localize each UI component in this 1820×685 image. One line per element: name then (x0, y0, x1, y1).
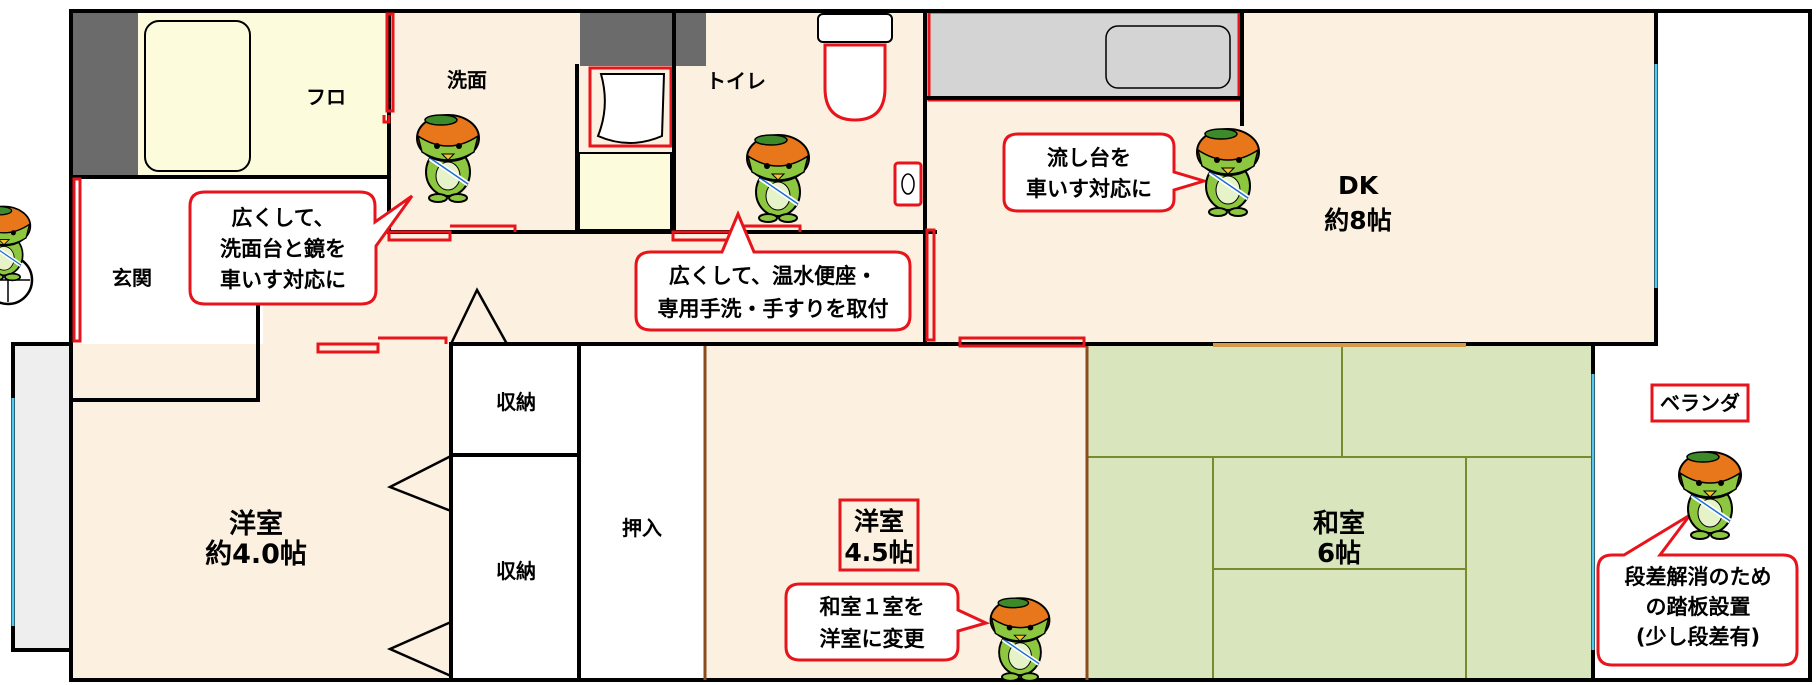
callout-room-change-line-1: 和室１室を (820, 595, 925, 619)
veranda-label-frame (1650, 383, 1750, 423)
callout-room-change-line-2: 洋室に変更 (820, 627, 926, 651)
label-closet: 押入 (622, 516, 662, 540)
washbasin-highlight (588, 66, 673, 148)
callout-washroom: 広くして、 洗面台と鏡を 車いす対応に (188, 190, 414, 306)
callout-room-change: 和室１室を 洋室に変更 (784, 582, 991, 662)
kitchen-sink-basin (1105, 25, 1231, 89)
callout-toilet-line-1: 広くして、温水便座・ (669, 264, 877, 288)
label-storage-lower: 収納 (496, 559, 536, 583)
callout-toilet-line-2: 専用手洗・手すりを取付 (658, 297, 889, 321)
gray-block-bath (71, 11, 138, 177)
window-box-left (15, 346, 69, 648)
callout-veranda-line-2: の踏板設置 (1646, 595, 1751, 619)
callout-washroom-line-2: 洗面台と鏡を (220, 237, 346, 261)
label-dk-size: 約8帖 (1324, 206, 1391, 235)
mascot-veranda-icon (1679, 452, 1741, 539)
mascot-wheelchair-icon (0, 206, 34, 306)
washbasin (596, 73, 666, 144)
label-western-left-size: 約4.0帖 (205, 538, 307, 570)
toilet-tank (817, 13, 893, 43)
callout-sink: 流し台を 車いす対応に (1002, 132, 1210, 213)
callout-toilet: 広くして、温水便座・ 専用手洗・手すりを取付 (634, 210, 912, 332)
toilet-bowl (823, 43, 887, 122)
callout-veranda: 段差解消のため の踏板設置 (少し段差有) (1596, 513, 1799, 667)
walls (11, 9, 1812, 682)
door-swings (386, 287, 509, 678)
callout-sink-line-2: 車いす対応に (1026, 177, 1152, 201)
shower-pan (578, 152, 672, 231)
label-washroom: 洗面 (447, 68, 487, 92)
japanese-room-floor (1087, 344, 1593, 680)
tatami-lines (1087, 346, 1593, 680)
label-western-left-name: 洋室 (229, 508, 283, 540)
remodel-markers (72, 12, 1086, 354)
windows (11, 64, 1658, 650)
label-entrance: 玄関 (112, 266, 152, 290)
label-veranda: ベランダ (1660, 391, 1740, 415)
callout-washroom-line-1: 広くして、 (231, 206, 334, 230)
label-japanese-size: 6帖 (1317, 539, 1361, 569)
western-center-label-frame (838, 498, 920, 572)
callout-veranda-line-1: 段差解消のため (1625, 565, 1772, 589)
callout-veranda-line-3: (少し段差有) (1636, 625, 1760, 649)
label-storage-upper: 収納 (496, 390, 536, 414)
label-bath: フロ (306, 85, 346, 109)
gray-block-washroom (580, 11, 706, 66)
hand-sink (893, 161, 923, 207)
label-western-center-size: 4.5帖 (844, 538, 913, 567)
label-dk-name: DK (1338, 171, 1380, 200)
label-western-center-name: 洋室 (854, 507, 904, 536)
callout-washroom-line-3: 車いす対応に (220, 268, 346, 292)
label-japanese-name: 和室 (1313, 508, 1365, 539)
bathtub (144, 20, 251, 172)
label-toilet: トイレ (706, 69, 766, 93)
callout-sink-line-1: 流し台を (1047, 146, 1131, 170)
